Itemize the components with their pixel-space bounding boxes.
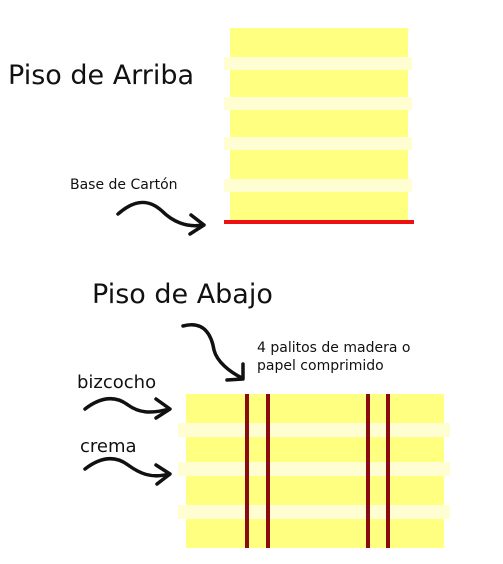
- support-stick: [386, 394, 390, 548]
- cream-label: crema: [80, 436, 137, 457]
- support-stick: [266, 394, 270, 548]
- top-tier-title: Piso de Arriba: [8, 60, 195, 91]
- support-sticks-label-line-1: 4 palitos de madera o: [257, 340, 411, 356]
- cardboard-base-label: Base de Cartón: [70, 177, 178, 193]
- sponge-label: bizcocho: [77, 372, 157, 393]
- bottom-tier-cream-layer: [178, 505, 450, 519]
- bottom-tier-cream-layer: [178, 423, 450, 437]
- sticks-arrow: [181, 323, 245, 382]
- top-tier-cream-layer: [224, 137, 412, 150]
- cardboard-base: [224, 220, 414, 224]
- sponge-arrow: [83, 397, 172, 420]
- support-sticks-label: 4 palitos de madera o papel comprimido: [257, 340, 410, 375]
- board-arrow: [116, 200, 206, 236]
- support-stick: [245, 394, 249, 548]
- support-sticks-label-line-2: papel comprimido: [257, 357, 384, 374]
- bottom-tier: [178, 394, 450, 548]
- top-tier-cream-layer: [224, 57, 412, 70]
- top-tier-cream-layer: [224, 97, 412, 110]
- top-tier: [224, 28, 414, 224]
- cream-arrow: [83, 457, 172, 486]
- support-stick: [366, 394, 370, 548]
- bottom-tier-title: Piso de Abajo: [92, 279, 273, 310]
- top-tier-cream-layer: [224, 179, 412, 192]
- bottom-tier-cream-layer: [178, 462, 450, 476]
